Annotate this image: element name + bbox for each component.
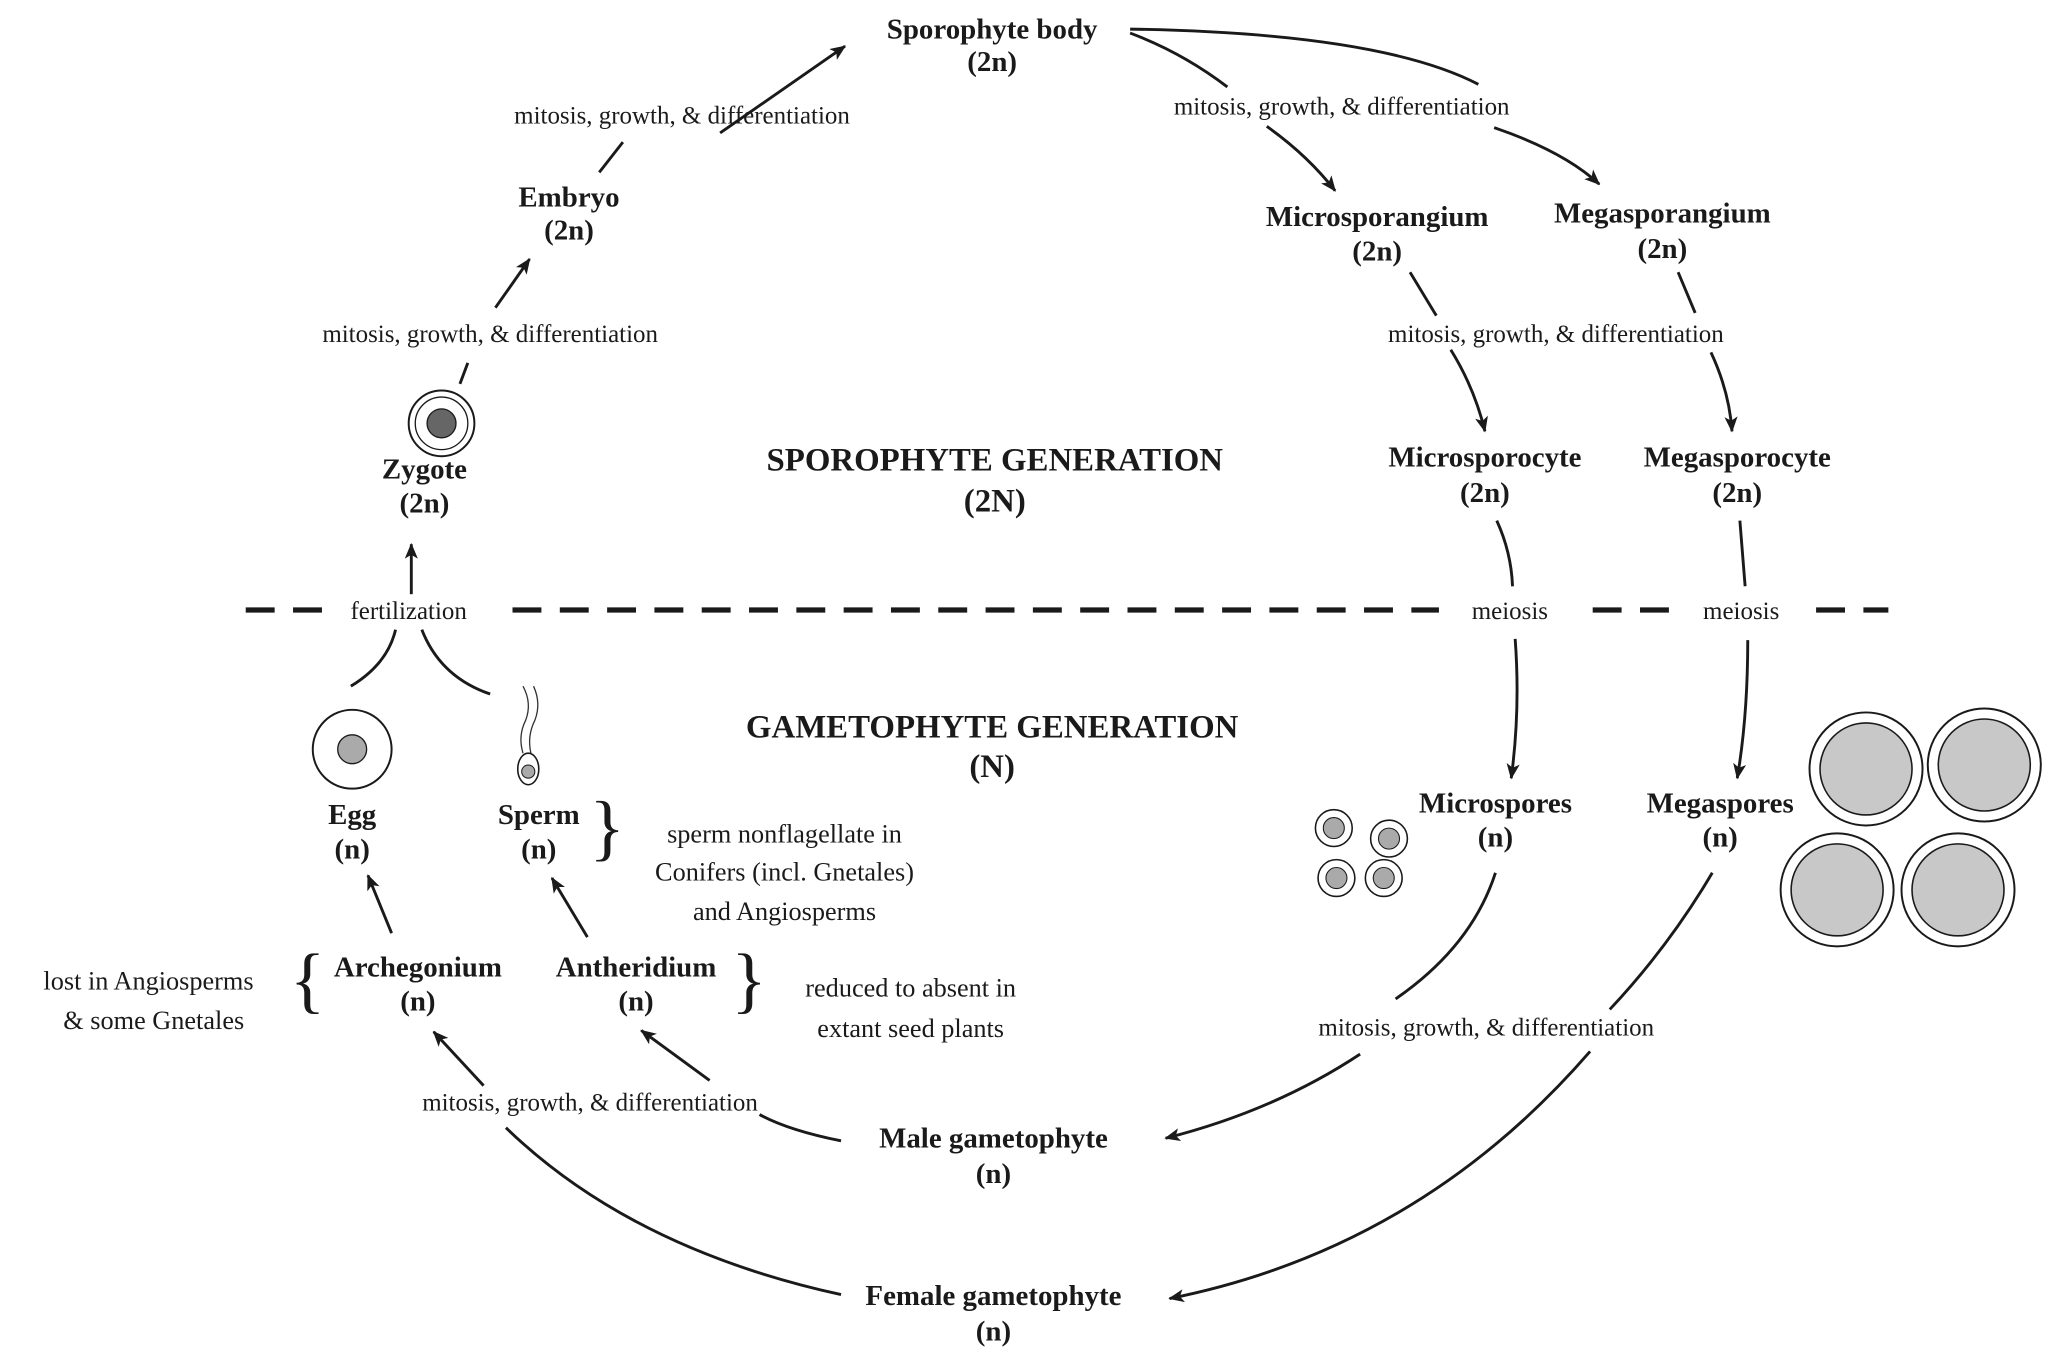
sperm-ploidy: (n) bbox=[521, 833, 556, 865]
sperm-note-line-1: sperm nonflagellate in bbox=[667, 820, 902, 849]
egg-ploidy: (n) bbox=[335, 833, 370, 865]
arrow-sperm-fertilization bbox=[420, 629, 491, 696]
archegonium-ploidy: (n) bbox=[400, 986, 435, 1018]
arrow-sporophyte-micro-stub bbox=[1129, 31, 1229, 89]
arrow-megasporocyte-meiosis bbox=[1738, 520, 1747, 587]
microspores-ploidy: (n) bbox=[1478, 821, 1513, 853]
megasporocyte-label: Megasporocyte bbox=[1644, 442, 1831, 474]
megasporocyte-ploidy: (2n) bbox=[1712, 477, 1762, 509]
gametophyte-generation-ploidy: (N) bbox=[969, 749, 1015, 785]
antheridium-ploidy: (n) bbox=[618, 986, 653, 1018]
process-label-gametophytes-to-gametangia: mitosis, growth, & differentiation bbox=[422, 1090, 758, 1117]
male-gametophyte-ploidy: (n) bbox=[976, 1158, 1011, 1190]
archegonium-note-line-1: lost in Angiosperms bbox=[43, 967, 253, 996]
process-label-embryo-to-sporophyte: mitosis, growth, & differentiation bbox=[514, 103, 850, 130]
arrow-male-gametophyte bbox=[1164, 1052, 1361, 1142]
archegonium-note-line-2: & some Gnetales bbox=[63, 1006, 244, 1035]
antheridium-note-line-2: extant seed plants bbox=[817, 1014, 1004, 1043]
sperm-cell-icon bbox=[516, 685, 540, 786]
sperm-note-line-2: Conifers (incl. Gnetales) bbox=[655, 858, 914, 887]
megasporangium-label: Megasporangium bbox=[1554, 197, 1771, 229]
zygote-cell-icon bbox=[407, 389, 476, 458]
archegonium-brace: { bbox=[290, 938, 325, 1020]
microsporocyte-ploidy: (2n) bbox=[1460, 477, 1510, 509]
microspore-cells-icon bbox=[1314, 808, 1409, 898]
arrow-zygote-embryo bbox=[494, 258, 531, 309]
arrow-megasporangium-stub bbox=[1676, 271, 1697, 314]
arrow-zygote-embryo-stub bbox=[458, 362, 470, 385]
arrow-microspores-stub bbox=[1394, 872, 1497, 1001]
zygote-ploidy: (2n) bbox=[400, 488, 450, 520]
process-label-sporangia-to-sporocytes: mitosis, growth, & differentiation bbox=[1388, 321, 1724, 348]
arrow-sporophyte-megasporangium bbox=[1493, 126, 1601, 186]
sporophyte-generation-heading: SPOROPHYTE GENERATION bbox=[767, 443, 1224, 479]
arrow-meiosis-megaspores bbox=[1733, 640, 1750, 780]
sporophyte-body-label: Sporophyte body bbox=[887, 13, 1098, 45]
megasporangium-ploidy: (2n) bbox=[1637, 233, 1687, 265]
arrow-archegonium-egg bbox=[366, 874, 393, 934]
process-label-meiosis-micro: meiosis bbox=[1472, 598, 1548, 625]
male-gametophyte-label: Male gametophyte bbox=[879, 1122, 1108, 1154]
antheridium-brace: } bbox=[731, 938, 766, 1020]
egg-cell-icon bbox=[311, 708, 393, 790]
arrow-megaspores-stub bbox=[1608, 872, 1714, 1011]
zygote-label: Zygote bbox=[382, 454, 467, 486]
arrow-female-gametophyte bbox=[1168, 1050, 1592, 1303]
arrow-egg-fertilization bbox=[350, 629, 397, 688]
arrow-male-antheridium bbox=[640, 1029, 711, 1082]
arrow-female-archegonium bbox=[432, 1030, 485, 1087]
microsporangium-ploidy: (2n) bbox=[1352, 235, 1402, 267]
process-label-fertilization: fertilization bbox=[350, 598, 467, 625]
microsporangium-label: Microsporangium bbox=[1266, 201, 1489, 233]
microsporocyte-label: Microsporocyte bbox=[1388, 442, 1581, 474]
arrow-sporophyte-mega-stub bbox=[1130, 27, 1480, 86]
sperm-label: Sperm bbox=[498, 799, 580, 831]
female-gametophyte-ploidy: (n) bbox=[976, 1316, 1011, 1348]
process-label-sporophyte-to-sporangia: mitosis, growth, & differentiation bbox=[1174, 94, 1510, 121]
arrow-microsporangium-stub bbox=[1408, 271, 1438, 317]
gametophyte-generation-heading: GAMETOPHYTE GENERATION bbox=[746, 709, 1239, 745]
arrow-megasporangium-megasporocyte bbox=[1709, 351, 1738, 433]
process-label-meiosis-mega: meiosis bbox=[1703, 598, 1779, 625]
arrow-male-stub bbox=[758, 1113, 842, 1143]
arrow-microsporangium-microsporocyte bbox=[1449, 348, 1488, 433]
sperm-brace: } bbox=[589, 786, 624, 868]
antheridium-label: Antheridium bbox=[556, 952, 717, 984]
sperm-note-line-3: and Angiosperms bbox=[693, 897, 876, 926]
arrow-embryo-stub bbox=[598, 141, 625, 174]
arrow-embryo-sporophyte bbox=[719, 45, 847, 135]
embryo-ploidy: (2n) bbox=[544, 214, 594, 246]
arrow-meiosis-microspores bbox=[1506, 638, 1520, 780]
female-gametophyte-label: Female gametophyte bbox=[865, 1280, 1121, 1312]
process-label-zygote-to-embryo: mitosis, growth, & differentiation bbox=[322, 321, 658, 348]
megaspores-ploidy: (n) bbox=[1702, 821, 1737, 853]
antheridium-note-line-1: reduced to absent in bbox=[805, 973, 1016, 1002]
sporophyte-body-ploidy: (2n) bbox=[967, 46, 1017, 78]
arrow-female-stub bbox=[504, 1126, 842, 1297]
megaspore-cells-icon bbox=[1779, 707, 2042, 948]
cycle-arrows bbox=[350, 27, 1750, 1303]
arrow-sporophyte-microsporangium bbox=[1265, 125, 1337, 192]
archegonium-label: Archegonium bbox=[334, 952, 502, 984]
arrow-antheridium-sperm bbox=[550, 876, 589, 938]
sporophyte-generation-ploidy: (2N) bbox=[964, 483, 1026, 519]
process-label-spores-to-gametophytes: mitosis, growth, & differentiation bbox=[1318, 1015, 1654, 1042]
arrow-microsporocyte-meiosis bbox=[1495, 519, 1514, 587]
microspores-label: Microspores bbox=[1419, 787, 1572, 819]
egg-label: Egg bbox=[328, 799, 377, 831]
embryo-label: Embryo bbox=[518, 182, 619, 214]
megaspores-label: Megaspores bbox=[1647, 787, 1794, 819]
